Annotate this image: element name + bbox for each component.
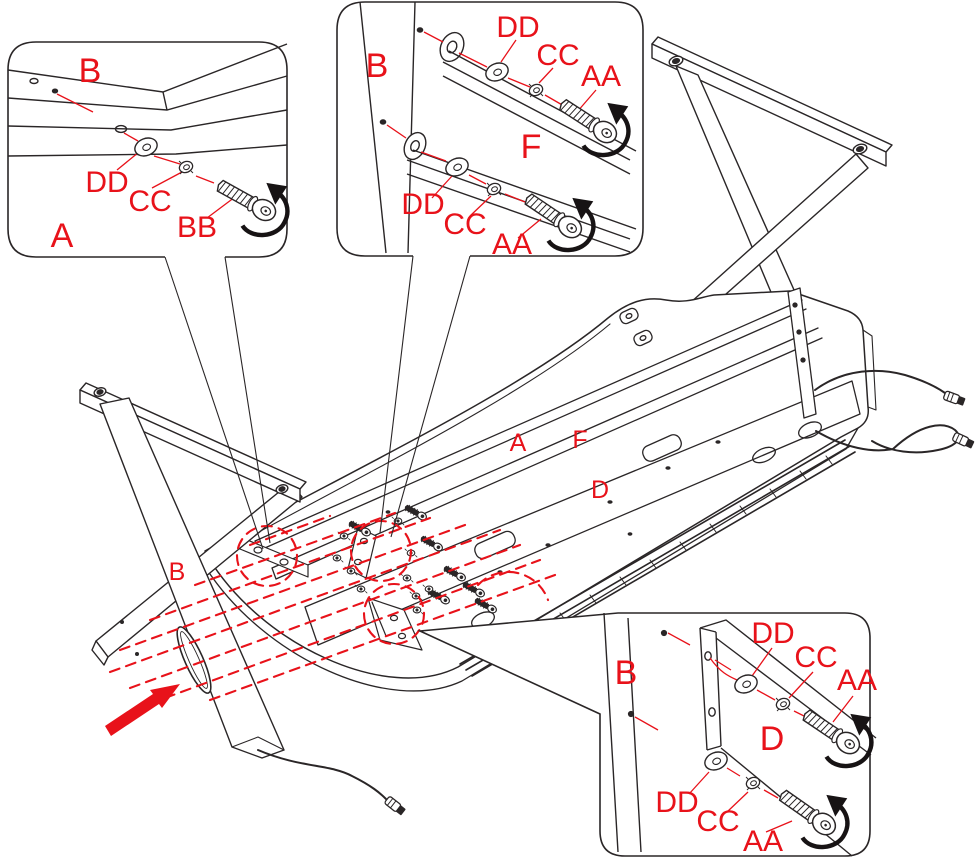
leg-bar — [603, 612, 642, 853]
part-label: CC — [443, 208, 486, 241]
power-plug-icon — [942, 389, 966, 407]
part-label: B — [366, 47, 389, 85]
assembly-guides — [108, 511, 557, 702]
part-label: CC — [696, 805, 739, 838]
part-label: A — [510, 429, 527, 457]
part-label: BB — [177, 211, 217, 244]
main-assembly — [79, 36, 975, 817]
mount-plate — [699, 627, 722, 751]
part-label: F — [572, 426, 587, 454]
callout-leaders — [164, 255, 471, 550]
power-plug-icon — [950, 431, 975, 450]
leg-cable — [257, 749, 387, 800]
right-leg-mount — [619, 287, 817, 419]
inset-detail-top-left — [7, 41, 295, 258]
cable-right-2 — [815, 424, 960, 454]
direction-arrow — [105, 684, 180, 736]
part-label: AA — [581, 60, 621, 93]
leg-bar — [359, 1, 416, 254]
part-label: D — [760, 720, 785, 758]
part-label: B — [169, 558, 186, 586]
inset-detail-top-middle — [336, 1, 644, 257]
part-label: DD — [751, 617, 794, 650]
inset-detail-bottom-right — [416, 612, 879, 857]
front-beam-d — [304, 380, 861, 646]
leg-slot — [176, 626, 212, 694]
inset-border — [416, 612, 871, 857]
power-plug-icon — [383, 794, 407, 817]
part-label: CC — [128, 185, 171, 218]
part-label: AA — [837, 664, 877, 697]
power-cables — [257, 369, 975, 817]
dashed-circle — [362, 582, 426, 646]
desk-rails — [254, 287, 861, 677]
cable-grommet — [798, 421, 822, 439]
part-labels: B DD CC BB A B DD CC AA F DD CC AA B DD … — [51, 11, 877, 858]
part-label: AA — [743, 825, 783, 858]
desk-top — [204, 290, 877, 692]
part-label: DD — [655, 786, 698, 819]
part-label: B — [615, 654, 638, 692]
part-label: B — [79, 52, 102, 90]
part-label: AA — [492, 228, 532, 261]
part-label: CC — [536, 39, 579, 72]
corner-bracket — [367, 597, 423, 651]
part-label: F — [521, 128, 542, 166]
cable-right-1 — [814, 369, 946, 394]
part-label: A — [51, 217, 74, 255]
part-label: CC — [794, 641, 837, 674]
part-label: DD — [401, 188, 444, 221]
part-label: D — [591, 476, 609, 504]
part-label: DD — [496, 11, 539, 44]
part-label: DD — [85, 166, 128, 199]
left-leg-frame — [79, 382, 307, 759]
